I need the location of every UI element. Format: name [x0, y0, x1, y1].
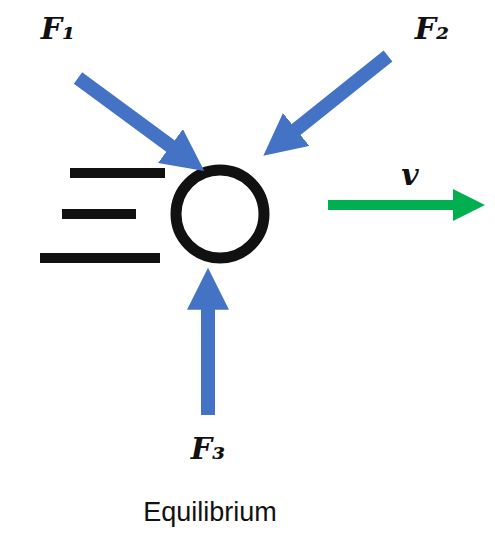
force-arrow: [283, 56, 388, 140]
velocity-arrow: [328, 200, 465, 210]
force-arrow: [78, 78, 184, 156]
motion-line: [70, 168, 165, 178]
force-label: F₂: [415, 12, 449, 45]
force-arrow: [201, 293, 215, 415]
ball: [176, 170, 264, 258]
force-label: F₃: [191, 432, 225, 465]
force-label: F₁: [41, 12, 75, 45]
velocity-label: v: [401, 158, 418, 191]
motion-line: [40, 253, 160, 263]
caption: Equilibrium: [143, 496, 277, 528]
motion-line: [62, 209, 136, 219]
